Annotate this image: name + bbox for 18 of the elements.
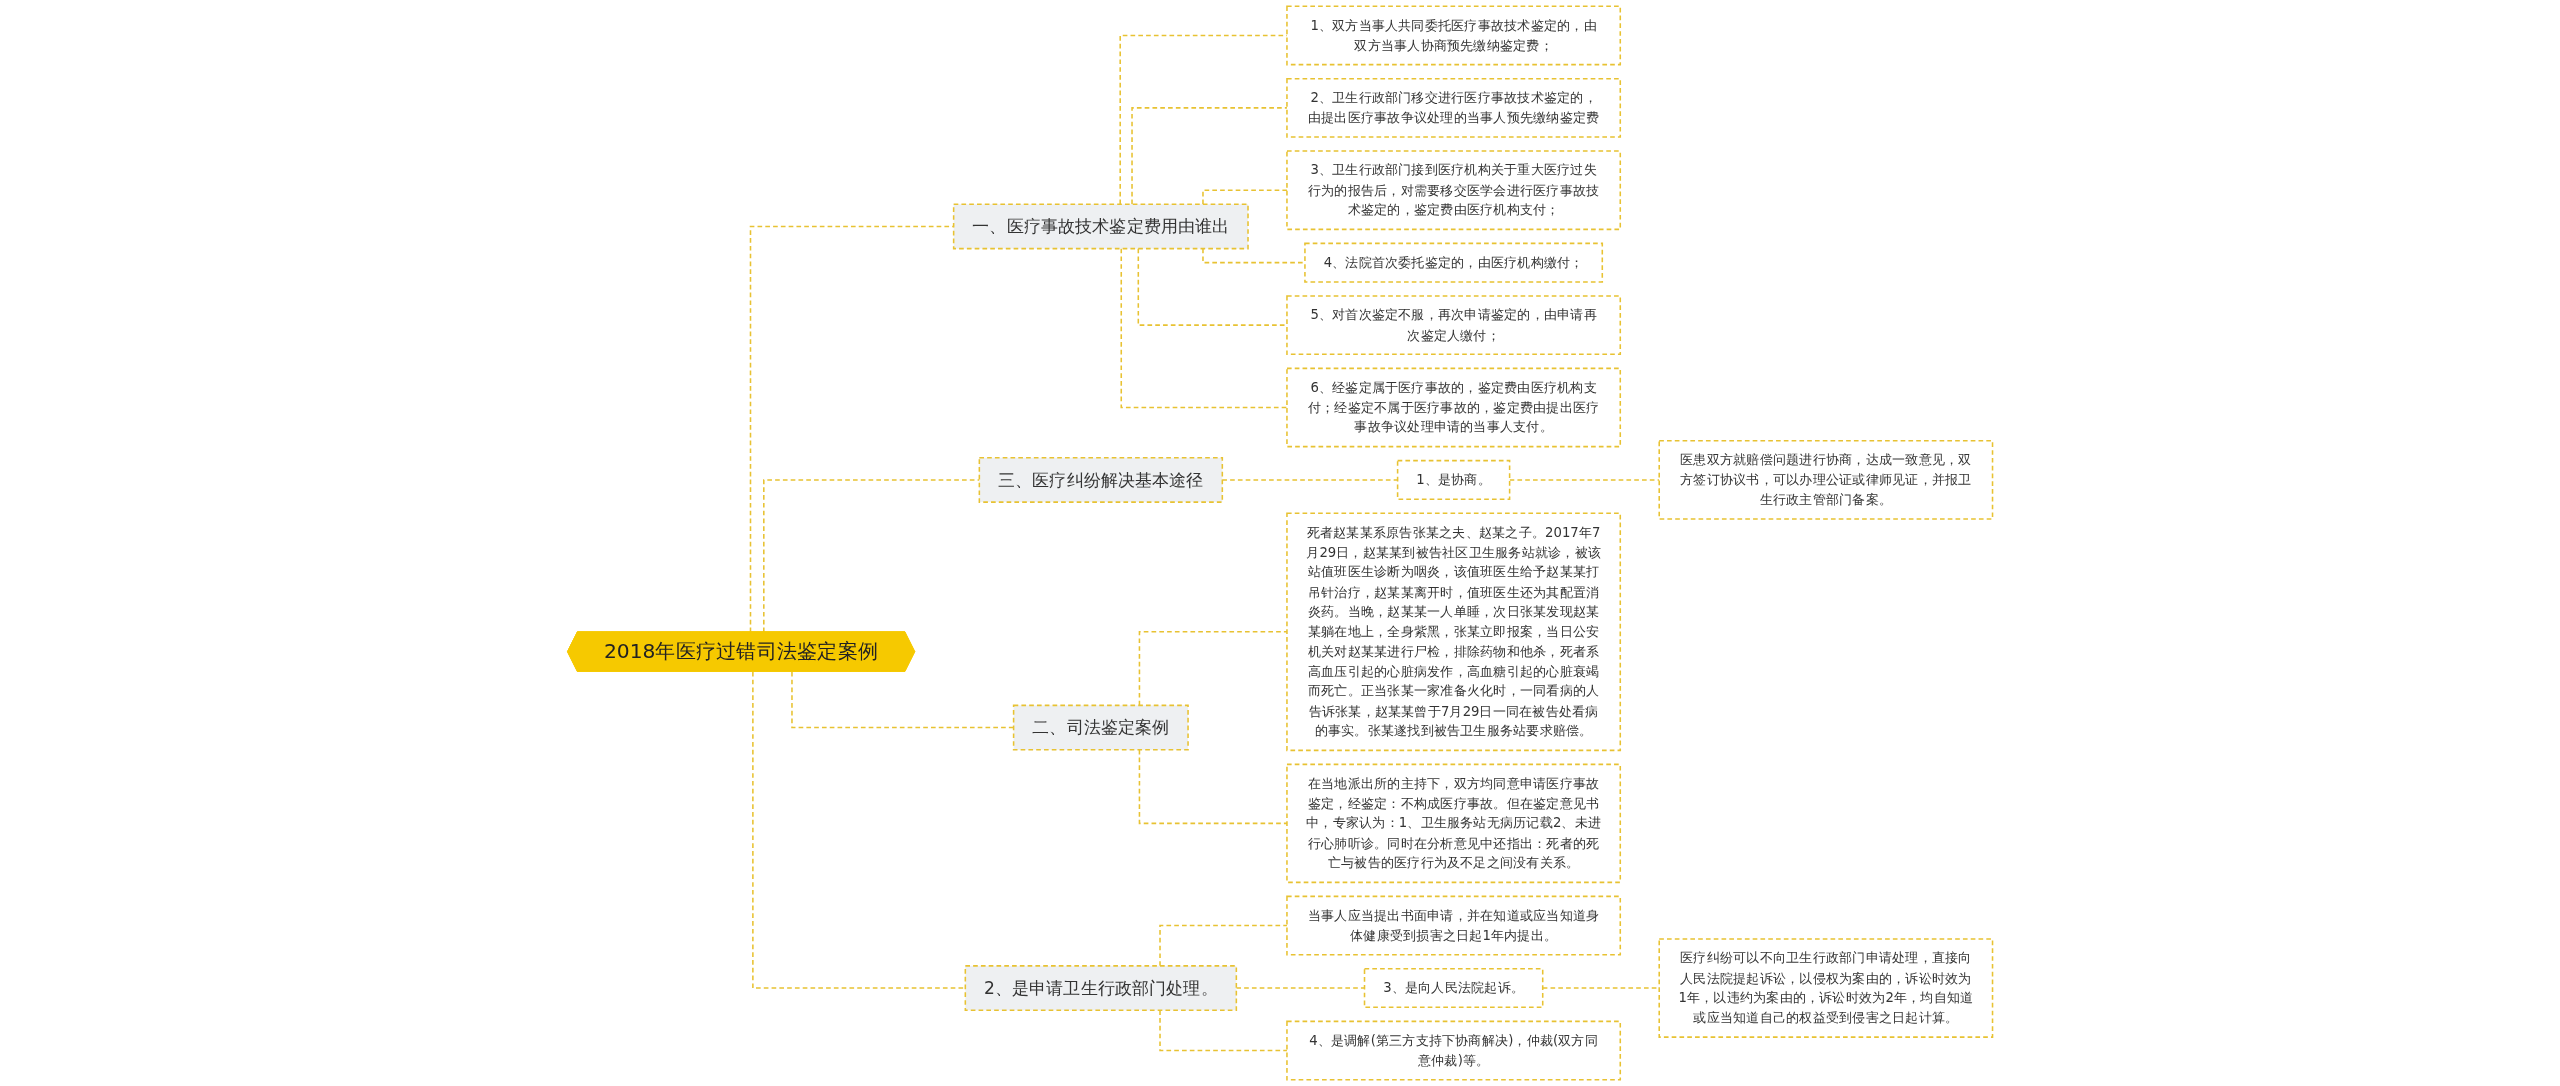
- node-box: 3、卫生行政部门接到医疗机构关于重大医疗过失行为的报告后，对需要移交医学会进行医疗事故技术鉴定的，鉴定费由医疗机构支付；: [1286, 150, 1622, 231]
- node-box: 当事人应当提出书面申请，并在知道或应当知道身体健康受到损害之日起1年内提出。: [1286, 895, 1622, 956]
- node-box: 二、司法鉴定案例: [1012, 704, 1189, 751]
- node-box: 医患双方就赔偿问题进行协商，达成一致意见，双方签订协议书，可以办理公证或律师见证，并报卫生行政主管部门备案。: [1658, 440, 1994, 520]
- node-box: 5、对首次鉴定不服，再次申请鉴定的，由申请再次鉴定人缴付；: [1286, 295, 1622, 356]
- node-box: 3、是向人民法院起诉。: [1363, 968, 1544, 1009]
- node-box: 死者赵某某系原告张某之夫、赵某之子。2017年7月29日，赵某某到被告社区卫生服务站就诊，被该站值班医生诊断为咽炎，该值班医生给予赵某某打吊针治疗，赵某某离开时，值班医生还为其配置消炎药。当晚，赵某某一人单睡，次日张某发现赵某某躺在地上，全身紫黑，张某立即报案，当日公安机关对赵某某进行尸检，排除药物和他杀，死者系高血压引起的心脏病发作，高血糖引起的心脏衰竭而死亡。正当张某一家准备火化时，一同看病的人告诉张某，赵某某曾于7月29日一同在被告处看病的事实。张某遂找到被告卫生服务站要求赔偿。: [1286, 512, 1622, 752]
- node-box: 三、医疗纠纷解决基本途径: [978, 456, 1224, 503]
- node-box: 4、法院首次委托鉴定的，由医疗机构缴付；: [1304, 242, 1604, 283]
- node-box: 2、卫生行政部门移交进行医疗事故技术鉴定的，由提出医疗事故争议处理的当事人预先缴纳鉴定费: [1286, 77, 1622, 138]
- node-box: 2、是申请卫生行政部门处理。: [964, 965, 1238, 1012]
- node-box: 医疗纠纷可以不向卫生行政部门申请处理，直接向人民法院提起诉讼，以侵权为案由的，诉讼时效为1年，以违约为案由的，诉讼时效为2年，均自知道或应当知道自己的权益受到侵害之日起计算。: [1658, 938, 1994, 1038]
- node-box: 一、医疗事故技术鉴定费用由谁出: [952, 203, 1249, 250]
- node-box: 1、双方当事人共同委托医疗事故技术鉴定的，由双方当事人协商预先缴纳鉴定费；: [1286, 5, 1622, 66]
- node-box: 4、是调解(第三方支持下协商解决)，仲裁(双方同意仲裁)等。: [1286, 1020, 1622, 1081]
- node-box: 在当地派出所的主持下，双方均同意申请医疗事故鉴定，经鉴定：不构成医疗事故。但在鉴定意见书中，专家认为：1、卫生服务站无病历记载2、未进行心肺听诊。同时在分析意见中还指出：死者的死亡与被告的医疗行为及不足之间没有关系。: [1286, 763, 1622, 884]
- node-box: 6、经鉴定属于医疗事故的，鉴定费由医疗机构支付；经鉴定不属于医疗事故的，鉴定费由提出医疗事故争议处理申请的当事人支付。: [1286, 367, 1622, 448]
- node-box: 1、是协商。: [1396, 459, 1511, 500]
